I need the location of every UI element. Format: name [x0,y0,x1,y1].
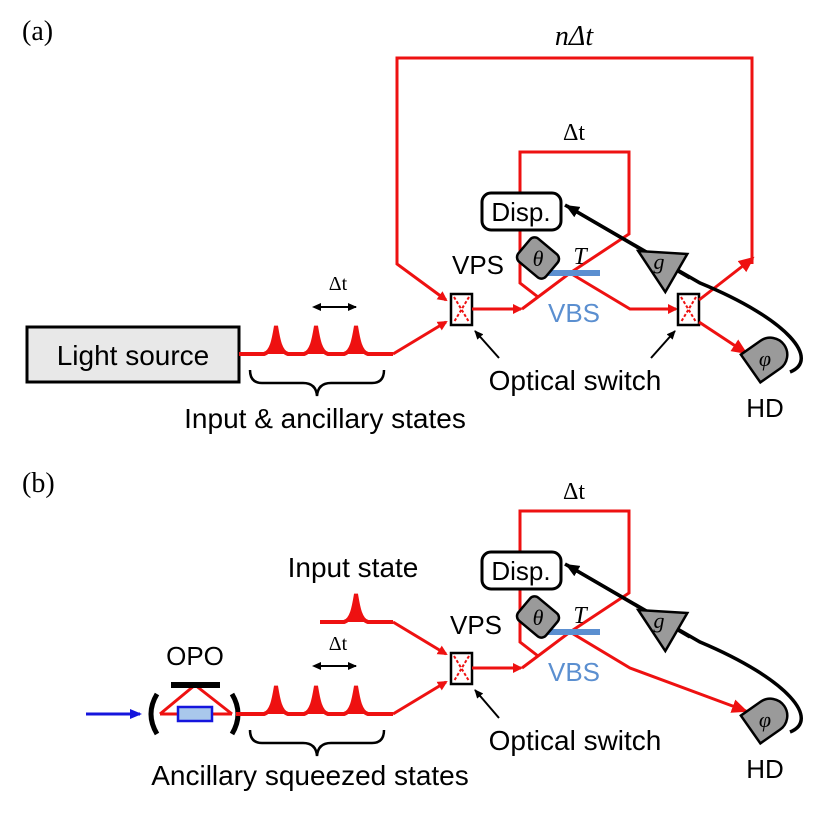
beam-to-switch [392,320,448,356]
light-source-box [25,325,241,384]
gain-label-b: g [654,608,665,633]
beam-to-hd-b [521,630,748,713]
panel-b-tag: (b) [22,468,55,499]
beam-to-hd [698,320,748,355]
vbs-t-label: T [573,244,588,270]
hd-detector-b [739,697,789,746]
opo-crystal [176,705,214,723]
input-pulse [320,593,393,624]
gain-amplifier-b [635,608,690,654]
switch-pointer-1 [474,330,500,359]
opo-mirror-left [148,692,160,736]
short-loop-label: Δt [563,120,585,146]
states-brace [248,369,386,397]
gain-label: g [654,249,665,274]
opo-label: OPO [166,641,224,671]
hd-detector [739,336,789,385]
disp-label-b: Disp. [491,556,550,586]
hd-label: HD [746,393,784,423]
pulse-spacing-label-b: Δt [329,633,348,655]
vbs-label-b: VBS [548,657,600,687]
vps-theta-b: θ [533,605,544,630]
input-state-label: Input state [288,552,419,583]
vps-theta: θ [533,246,544,271]
long-loop-label: nΔt [555,21,594,52]
switch-pointer-b [474,689,500,719]
long-loop [395,56,754,302]
disp-label: Disp. [491,197,550,227]
vbs-t-label-b: T [573,603,588,629]
vps-label: VPS [452,250,504,280]
hd-label-b: HD [746,754,784,784]
light-source-label: Light source [57,340,210,371]
states-label-b: Ancillary squeezed states [151,760,469,791]
pulse-spacing-label: Δt [329,273,348,295]
short-loop [518,150,631,299]
hd-phi: φ [759,346,771,371]
beam-to-long-loop [698,256,755,302]
pulse-train-b [236,685,393,716]
switch-pointer-2 [650,330,676,359]
panel-b: (b) OPO Δt Ancillary squeezed states Inp… [22,468,803,791]
disp-box-b [480,550,563,591]
gain-amplifier [635,249,690,295]
short-loop-b [518,509,631,658]
states-brace-b [248,729,386,757]
vps-label-b: VPS [450,610,502,640]
states-label: Input & ancillary states [184,403,466,434]
optical-switch-label: Optical switch [489,365,662,396]
vps-element [515,236,561,280]
disp-box [480,191,563,232]
panel-a-tag: (a) [22,16,53,47]
short-loop-label-b: Δt [563,479,585,505]
pulse-train [239,325,393,356]
vbs-label: VBS [548,298,600,328]
optical-switch-label-b: Optical switch [489,725,662,756]
hd-phi-b: φ [759,707,771,732]
vbs-transmitted-beam [521,271,678,314]
vps-element-b [515,595,561,639]
panel-a: (a) Light source Δt Input & ancillary st… [22,16,803,434]
